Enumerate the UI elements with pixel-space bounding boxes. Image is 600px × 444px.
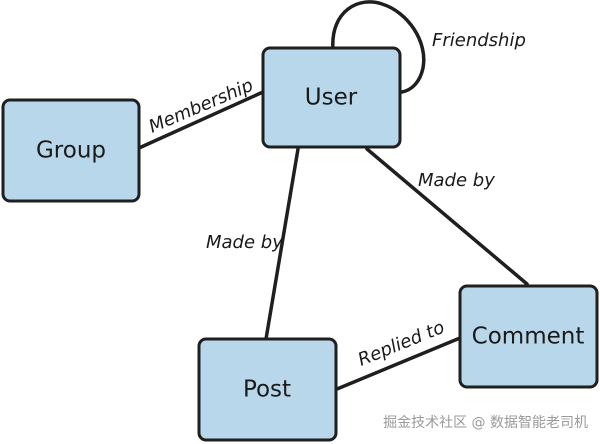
membership-edge — [137, 90, 265, 150]
watermark-text: 掘金技术社区 @ 数据智能老司机 — [383, 415, 588, 431]
comment-node-label: Comment — [472, 324, 585, 350]
post-node-label: Post — [243, 377, 291, 403]
group-node-label: Group — [36, 138, 106, 164]
group-node: Group — [1, 98, 141, 203]
made-by-comment-edge — [365, 147, 529, 286]
user-node-label: User — [305, 85, 358, 111]
comment-node: Comment — [458, 284, 599, 389]
friendship-loop — [331, 0, 426, 94]
replied-to-edge — [335, 336, 462, 391]
friendship-label: Friendship — [432, 30, 526, 51]
user-node: User — [261, 46, 402, 149]
made-by-post-edge — [264, 147, 300, 341]
made-by-post-label: Made by — [206, 232, 283, 253]
membership-label: Membership — [146, 75, 257, 138]
post-node: Post — [197, 337, 338, 442]
made-by-comment-label: Made by — [418, 170, 495, 191]
